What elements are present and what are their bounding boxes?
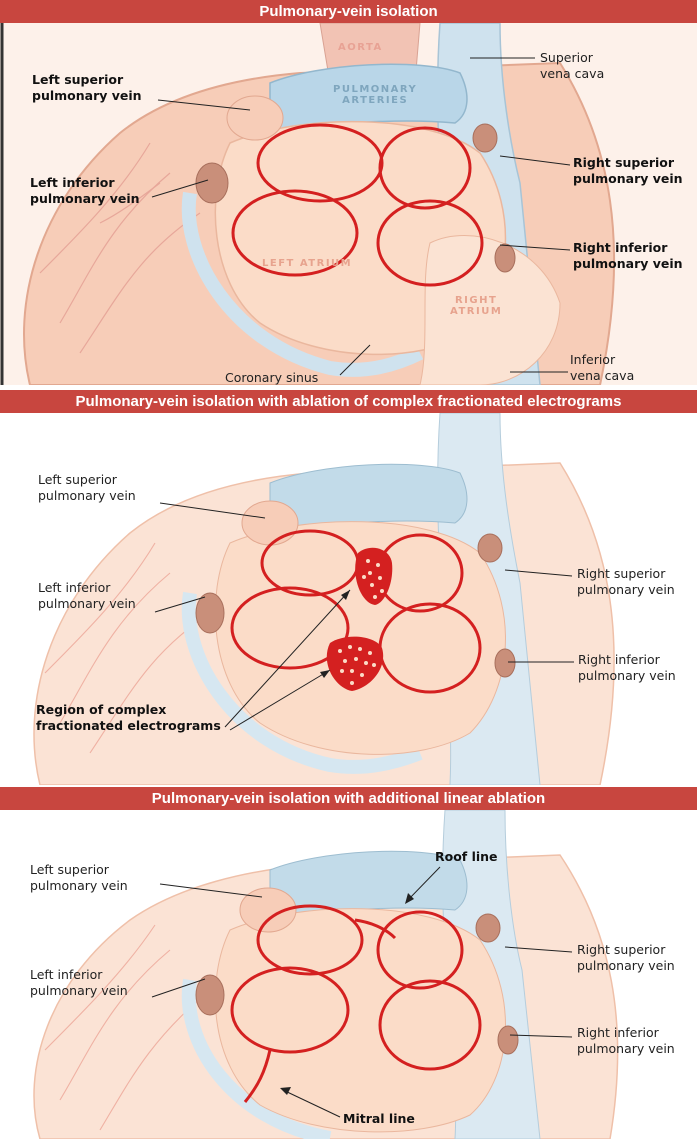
panel-cfe-ablation: Pulmonary-vein isolation with ablation o… [0, 390, 697, 785]
panel-linear-ablation: Pulmonary-vein isolation with additional… [0, 787, 697, 1139]
leader-lines-3 [0, 787, 697, 1139]
leader-lines-2 [0, 390, 697, 785]
leader-lines-1 [0, 0, 697, 385]
